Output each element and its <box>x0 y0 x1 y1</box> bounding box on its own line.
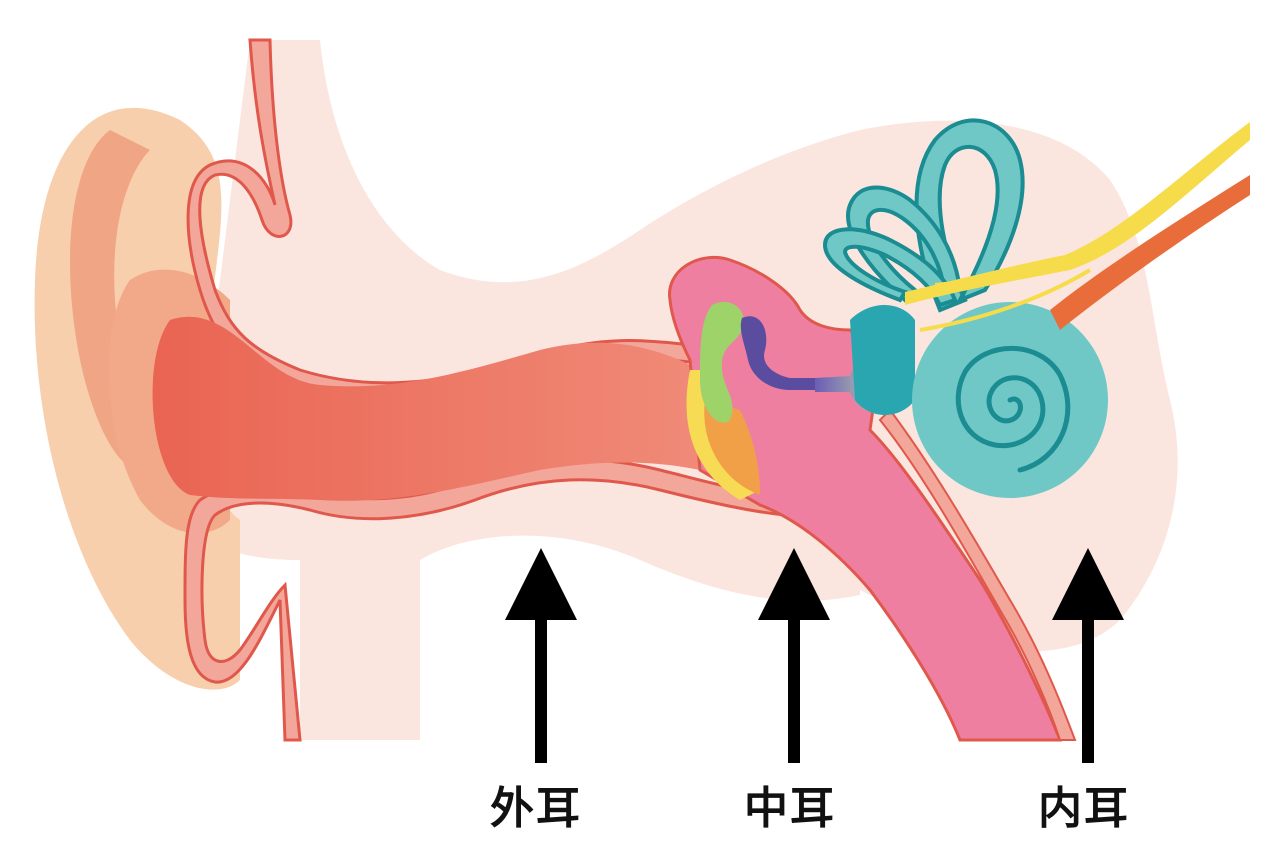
malleus <box>700 301 744 423</box>
eustachian-tube-outer-wall <box>878 408 1077 741</box>
cochlea-spiral <box>955 345 1071 473</box>
arrow-outer-ear <box>505 548 577 763</box>
outer-ear-label: 外耳 <box>490 783 582 834</box>
semicircular-canal-lower <box>822 227 958 308</box>
vestibule <box>850 305 915 415</box>
auditory-nerve-orange <box>1050 175 1250 330</box>
incus <box>740 316 820 390</box>
vestibular-nerve-yellow <box>905 122 1250 305</box>
inner-ear-label: 内耳 <box>1038 783 1130 834</box>
arrow-inner-ear <box>1052 548 1124 763</box>
middle-ear-label: 中耳 <box>744 783 836 834</box>
eardrum-inner <box>704 400 760 495</box>
ear-canal <box>152 316 701 501</box>
auricle-helix-inner <box>70 130 150 470</box>
nerve-fibers <box>919 243 1101 332</box>
upper-canal-wall <box>186 38 692 401</box>
arrow-middle-ear <box>758 548 830 763</box>
